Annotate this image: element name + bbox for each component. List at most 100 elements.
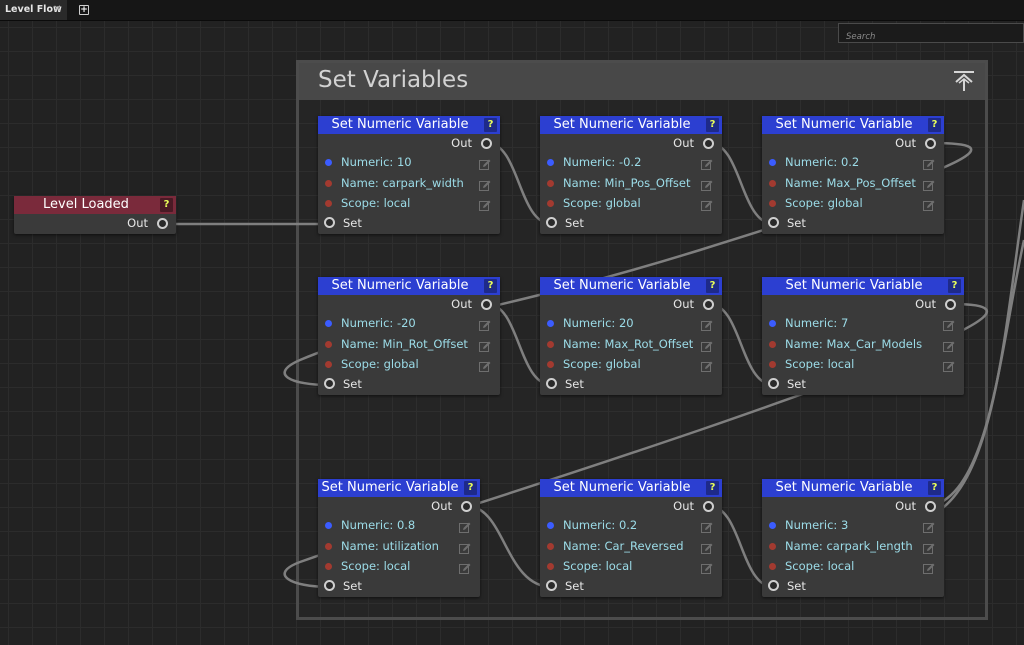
set-in-port[interactable] xyxy=(324,378,335,389)
set-in-port[interactable] xyxy=(768,580,779,591)
scope-port-dot[interactable] xyxy=(325,563,332,570)
name-property[interactable]: Name: carpark_width xyxy=(325,174,464,192)
out-port[interactable] xyxy=(703,138,714,149)
numeric-property[interactable]: Numeric: 10 xyxy=(325,153,412,171)
help-icon[interactable]: ? xyxy=(706,481,719,495)
numeric-property[interactable]: Numeric: 0.8 xyxy=(325,516,415,534)
add-tab-icon[interactable]: + xyxy=(79,5,89,15)
close-icon[interactable]: ✕ xyxy=(53,4,62,15)
edit-icon[interactable] xyxy=(701,519,713,533)
name-property[interactable]: Name: Min_Pos_Offset xyxy=(547,174,690,192)
scope-port-dot[interactable] xyxy=(547,200,554,207)
name-property[interactable]: Name: Max_Rot_Offset xyxy=(547,335,693,353)
name-port-dot[interactable] xyxy=(769,341,776,348)
edit-icon[interactable] xyxy=(459,540,471,554)
out-port[interactable] xyxy=(481,299,492,310)
edit-icon[interactable] xyxy=(701,338,713,352)
name-port-dot[interactable] xyxy=(325,180,332,187)
scope-port-dot[interactable] xyxy=(547,361,554,368)
numeric-port-dot[interactable] xyxy=(547,522,554,529)
help-icon[interactable]: ? xyxy=(706,279,719,293)
set-in-port[interactable] xyxy=(546,378,557,389)
scope-port-dot[interactable] xyxy=(547,563,554,570)
edit-icon[interactable] xyxy=(943,317,955,331)
edit-icon[interactable] xyxy=(923,560,935,574)
name-port-dot[interactable] xyxy=(325,341,332,348)
out-port[interactable] xyxy=(703,299,714,310)
node-header[interactable]: Set Numeric Variable xyxy=(762,277,964,295)
numeric-port-dot[interactable] xyxy=(769,159,776,166)
name-port-dot[interactable] xyxy=(547,543,554,550)
scope-property[interactable]: Scope: local xyxy=(769,355,854,373)
scope-property[interactable]: Scope: local xyxy=(769,557,854,575)
scope-port-dot[interactable] xyxy=(325,200,332,207)
numeric-port-dot[interactable] xyxy=(769,320,776,327)
name-property[interactable]: Name: Min_Rot_Offset xyxy=(325,335,468,353)
name-port-dot[interactable] xyxy=(325,543,332,550)
group-header[interactable]: Set Variables xyxy=(299,63,985,100)
scope-property[interactable]: Scope: local xyxy=(547,557,632,575)
edit-icon[interactable] xyxy=(459,560,471,574)
set-in-port[interactable] xyxy=(546,217,557,228)
edit-icon[interactable] xyxy=(943,358,955,372)
name-port-dot[interactable] xyxy=(769,180,776,187)
name-property[interactable]: Name: utilization xyxy=(325,537,439,555)
edit-icon[interactable] xyxy=(701,540,713,554)
help-icon[interactable]: ? xyxy=(948,279,961,293)
edit-icon[interactable] xyxy=(701,560,713,574)
numeric-property[interactable]: Numeric: 0.2 xyxy=(769,153,859,171)
scope-property[interactable]: Scope: global xyxy=(325,355,419,373)
node-header[interactable]: Set Numeric Variable xyxy=(540,277,722,295)
edit-icon[interactable] xyxy=(923,540,935,554)
edit-icon[interactable] xyxy=(923,156,935,170)
out-port[interactable] xyxy=(945,299,956,310)
tab-level-flow[interactable]: Level Flow ✕ xyxy=(0,0,67,20)
edit-icon[interactable] xyxy=(943,338,955,352)
edit-icon[interactable] xyxy=(701,197,713,211)
edit-icon[interactable] xyxy=(923,197,935,211)
out-port[interactable] xyxy=(925,138,936,149)
edit-icon[interactable] xyxy=(701,156,713,170)
scope-property[interactable]: Scope: local xyxy=(325,557,410,575)
help-icon[interactable]: ? xyxy=(928,118,941,132)
edit-icon[interactable] xyxy=(479,177,491,191)
edit-icon[interactable] xyxy=(701,317,713,331)
scope-port-dot[interactable] xyxy=(769,563,776,570)
out-port[interactable] xyxy=(157,218,168,229)
scope-port-dot[interactable] xyxy=(325,361,332,368)
scope-port-dot[interactable] xyxy=(769,200,776,207)
scope-property[interactable]: Scope: global xyxy=(547,355,641,373)
set-in-port[interactable] xyxy=(546,580,557,591)
set-in-port[interactable] xyxy=(324,580,335,591)
name-property[interactable]: Name: Max_Pos_Offset xyxy=(769,174,916,192)
edit-icon[interactable] xyxy=(923,519,935,533)
edit-icon[interactable] xyxy=(923,177,935,191)
numeric-property[interactable]: Numeric: -0.2 xyxy=(547,153,641,171)
node-header[interactable]: Set Numeric Variable xyxy=(318,116,500,134)
out-port[interactable] xyxy=(703,501,714,512)
edit-icon[interactable] xyxy=(701,177,713,191)
help-icon[interactable]: ? xyxy=(706,118,719,132)
scope-property[interactable]: Scope: global xyxy=(547,194,641,212)
name-port-dot[interactable] xyxy=(769,543,776,550)
edit-icon[interactable] xyxy=(479,156,491,170)
search-input[interactable] xyxy=(839,28,1023,46)
name-property[interactable]: Name: Car_Reversed xyxy=(547,537,684,555)
edit-icon[interactable] xyxy=(459,519,471,533)
numeric-port-dot[interactable] xyxy=(325,522,332,529)
help-icon[interactable]: ? xyxy=(160,198,173,212)
edit-icon[interactable] xyxy=(479,317,491,331)
set-in-port[interactable] xyxy=(324,217,335,228)
level-loaded-node[interactable]: Level Loaded ? Out xyxy=(14,196,176,234)
name-port-dot[interactable] xyxy=(547,341,554,348)
numeric-port-dot[interactable] xyxy=(769,522,776,529)
edit-icon[interactable] xyxy=(479,338,491,352)
scope-port-dot[interactable] xyxy=(769,361,776,368)
node-header[interactable]: Level Loaded xyxy=(14,196,176,214)
edit-icon[interactable] xyxy=(479,197,491,211)
